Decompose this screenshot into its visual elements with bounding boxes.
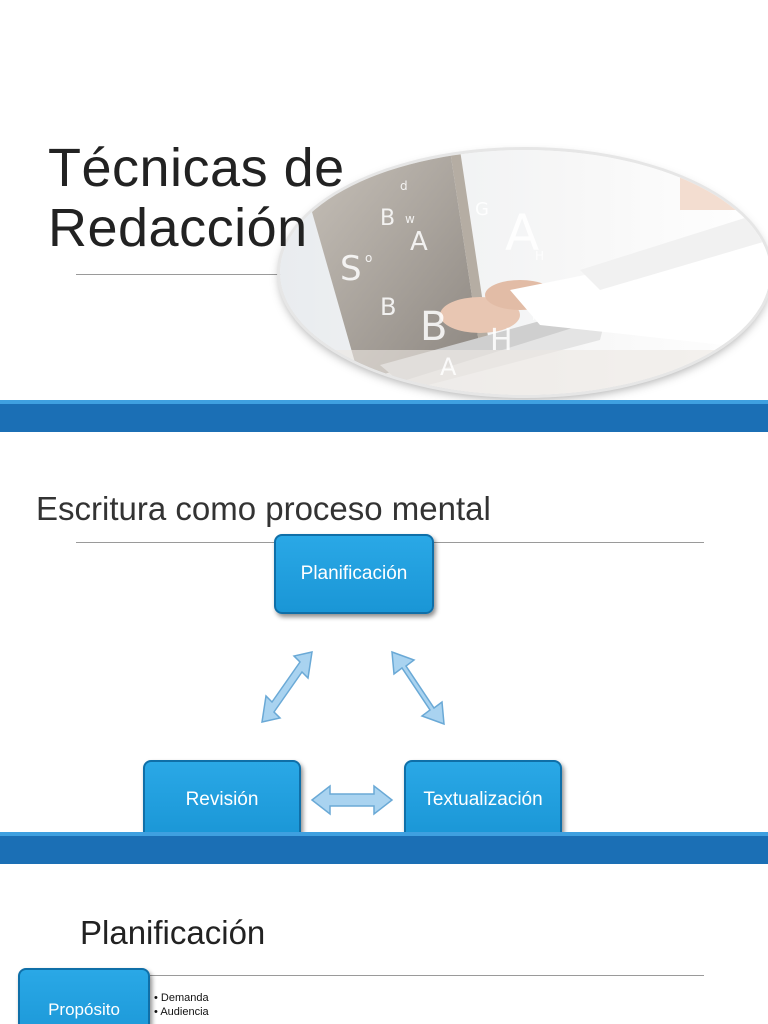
svg-text:A: A [440, 353, 457, 381]
svg-text:w: w [405, 212, 415, 226]
section-divider-band [0, 400, 768, 432]
presentation-title: Técnicas de Redacción [48, 138, 345, 258]
double-arrow-left [261, 651, 313, 723]
title-slide: Técnicas de Redacción [0, 0, 768, 400]
section-divider-band [0, 832, 768, 864]
svg-text:o: o [365, 251, 372, 265]
planning-title: Planificación [80, 914, 266, 951]
title-line-2: Redacción [48, 198, 308, 258]
bullet-item: Demanda [154, 991, 209, 1005]
title-line-1: Técnicas de [48, 138, 345, 198]
svg-text:G: G [475, 199, 489, 220]
svg-text:B: B [380, 293, 396, 321]
svg-text:H: H [535, 249, 544, 263]
svg-text:H: H [490, 323, 513, 358]
cycle-arrows [261, 650, 445, 816]
node-proposito: Propósito [18, 968, 150, 1024]
svg-text:d: d [400, 179, 408, 193]
planning-slide: Planificación Propósito Demanda Audienci… [0, 864, 768, 1024]
node-textualizacion: Textualización [404, 760, 562, 832]
planning-title-underline [150, 975, 704, 976]
proposito-bullet-list: Demanda Audiencia [154, 991, 209, 1019]
process-title: Escritura como proceso mental [36, 490, 491, 527]
title-underline [76, 274, 286, 275]
svg-text:T: T [529, 309, 538, 323]
laptop-typing-photo: S B A G A B B H A d w o H T [280, 150, 768, 395]
double-arrow-right [391, 650, 445, 726]
node-revision: Revisión [143, 760, 301, 832]
svg-text:B: B [380, 206, 395, 231]
process-slide: Escritura como proceso mental Planificac… [0, 432, 768, 832]
node-planificacion: Planificación [274, 534, 434, 614]
svg-text:A: A [410, 227, 428, 257]
double-arrow-horizontal [310, 784, 394, 816]
bullet-item: Audiencia [154, 1005, 208, 1019]
svg-text:A: A [505, 204, 539, 262]
svg-text:S: S [340, 249, 362, 289]
svg-text:B: B [420, 304, 447, 350]
